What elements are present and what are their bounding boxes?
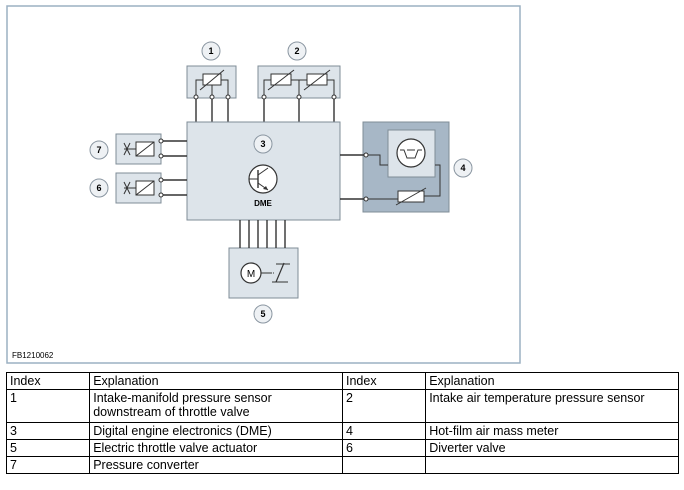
- header-explanation: Explanation: [425, 372, 679, 390]
- cell-explanation: Intake air temperature pressure sensor: [425, 389, 679, 423]
- cell-explanation: [425, 456, 679, 474]
- intake-manifold-pressure-sensor: [186, 65, 237, 99]
- cell-explanation: Hot-film air mass meter: [425, 422, 679, 440]
- cell-explanation: Diverter valve: [425, 439, 679, 457]
- table-row: 3 Digital engine electronics (DME) 4 Hot…: [5, 422, 679, 440]
- hot-film-air-mass-meter: [362, 121, 450, 213]
- cell-index: 5: [5, 439, 91, 457]
- callout-5: 5: [253, 304, 273, 324]
- table-row: 1 Intake-manifold pressure sensor downst…: [5, 389, 679, 423]
- cell-index: 6: [341, 439, 427, 457]
- cell-index: 3: [5, 422, 91, 440]
- svg-text:7: 7: [96, 145, 101, 155]
- cell-index: 7: [5, 456, 91, 474]
- header-index: Index: [5, 372, 91, 390]
- diverter-valve: [115, 172, 162, 204]
- callout-2: 2: [287, 41, 307, 61]
- callout-1: 1: [201, 41, 221, 61]
- callout-7: 7: [89, 140, 109, 160]
- svg-text:5: 5: [260, 309, 265, 319]
- cell-index: [341, 456, 427, 474]
- cell-index: 1: [5, 389, 91, 423]
- cell-index: 2: [341, 389, 427, 423]
- dme-label: DME: [254, 199, 272, 208]
- table-row: 7 Pressure converter: [5, 456, 679, 474]
- legend-table: Index Explanation Index Explanation 1 In…: [5, 372, 679, 474]
- cell-explanation: Electric throttle valve actuator: [89, 439, 343, 457]
- svg-text:1: 1: [208, 46, 213, 56]
- svg-text:6: 6: [96, 183, 101, 193]
- header-explanation: Explanation: [89, 372, 343, 390]
- table-header-row: Index Explanation Index Explanation: [5, 372, 679, 390]
- svg-text:4: 4: [460, 163, 465, 173]
- cell-explanation: Intake-manifold pressure sensor downstre…: [89, 389, 343, 423]
- cell-index: 4: [341, 422, 427, 440]
- electric-throttle-valve-actuator: M: [228, 247, 299, 299]
- motor-label: M: [247, 269, 255, 280]
- svg-text:2: 2: [294, 46, 299, 56]
- system-diagram: DME: [6, 5, 521, 364]
- svg-text:3: 3: [260, 139, 265, 149]
- cell-explanation: Pressure converter: [89, 456, 343, 474]
- table-row: 5 Electric throttle valve actuator 6 Div…: [5, 439, 679, 457]
- callout-3: 3: [253, 134, 273, 154]
- figure-code: FB1210062: [12, 351, 54, 360]
- header-index: Index: [341, 372, 427, 390]
- sensor-wires: [195, 97, 335, 122]
- intake-air-temperature-pressure-sensor: [257, 65, 341, 99]
- callout-4: 4: [453, 158, 473, 178]
- pressure-converter: [115, 133, 162, 165]
- callout-6: 6: [89, 178, 109, 198]
- cell-explanation: Digital engine electronics (DME): [89, 422, 343, 440]
